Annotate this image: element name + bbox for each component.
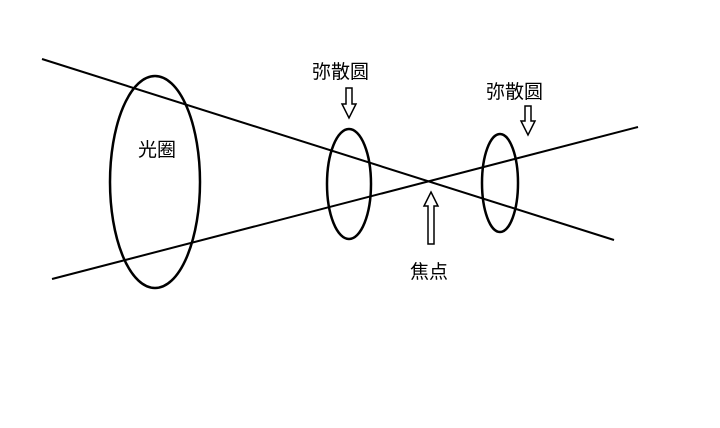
focal-point-label: 焦点 [410,261,449,283]
light-ray-upper [41,58,615,241]
light-ray-lower [51,126,639,280]
circle-of-confusion-far-label: 弥散圆 [486,81,544,103]
circle-of-confusion-far [480,132,520,234]
circle-of-confusion-near [325,127,373,241]
arrow-up-icon [422,190,440,245]
aperture-ellipse [108,74,202,290]
circle-of-confusion-near-label: 弥散圆 [312,61,370,83]
arrow-down-icon [340,87,358,120]
arrow-down-icon [519,105,537,137]
aperture-label: 光圈 [138,139,177,161]
